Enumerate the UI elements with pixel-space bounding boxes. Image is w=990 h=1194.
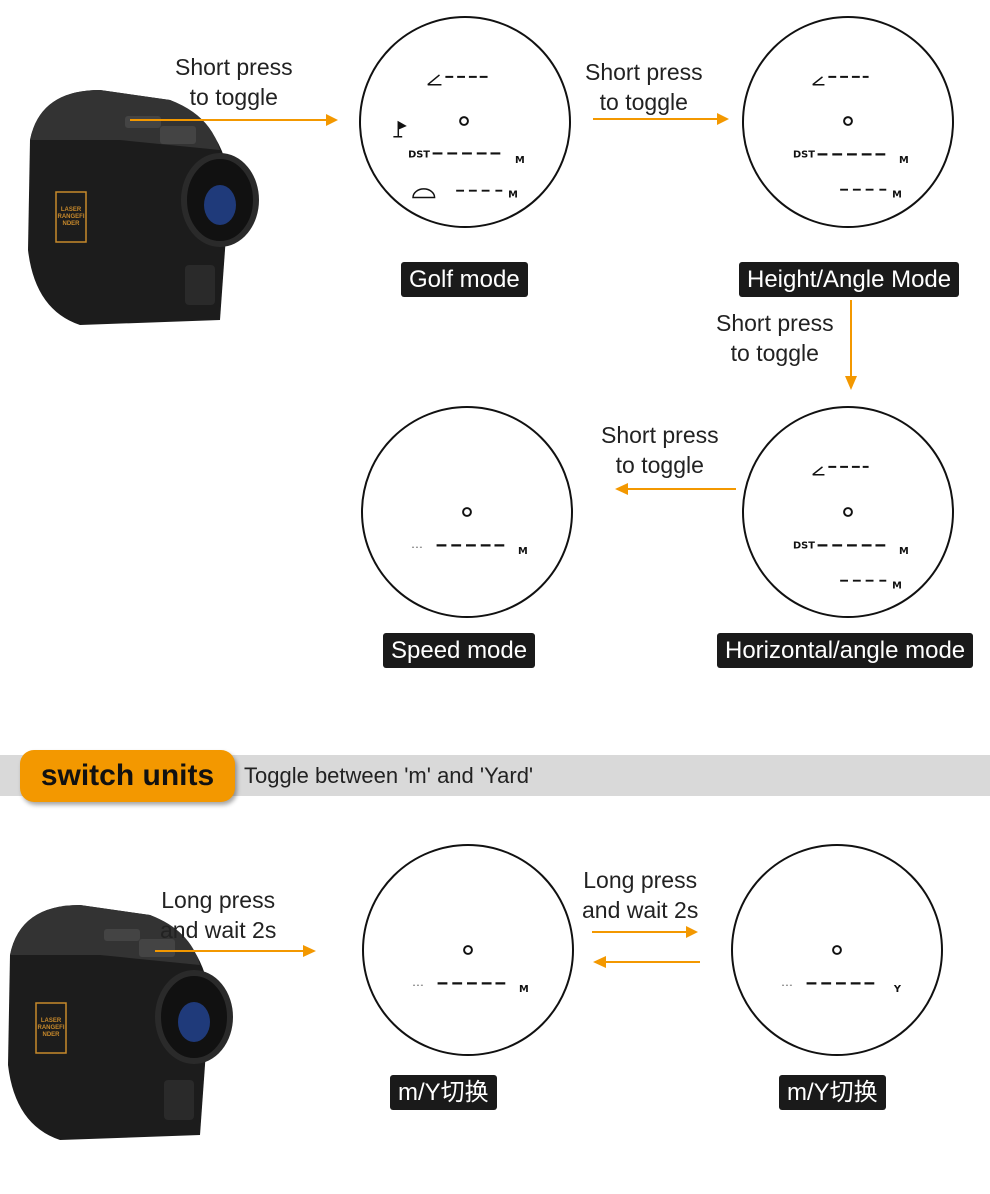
long-press-note-2: Long press and wait 2s [582, 867, 699, 923]
arrow-right-icon [130, 114, 338, 126]
switch-units-description: Toggle between 'm' and 'Yard' [244, 763, 534, 788]
golf-mode-label: Golf mode [401, 262, 528, 297]
long-press-note-1: Long press and wait 2s [160, 887, 277, 943]
horizontal-angle-mode-label: Horizontal/angle mode [717, 633, 974, 668]
device-badge-2: LASER RANGEFINDER [37, 1017, 65, 1038]
golf-mode-reticle: DST M M [359, 16, 571, 228]
short-press-note-1: Short press to toggle [175, 54, 293, 110]
angle-icon [427, 74, 442, 86]
arc-icon [412, 188, 436, 199]
svg-text:Y: Y [893, 984, 902, 995]
meter-unit-reticle: M [362, 844, 574, 1056]
svg-text:M: M [518, 546, 528, 557]
short-press-note-2: Short press to toggle [585, 59, 703, 115]
yard-unit-reticle: Y [731, 844, 943, 1056]
short-press-note-3: Short press to toggle [716, 310, 834, 366]
arrow-right-icon [592, 926, 698, 938]
rangefinder-device [28, 90, 259, 325]
flag-icon [393, 120, 407, 138]
svg-text:M: M [892, 581, 902, 592]
device-badge: LASER RANGEFINDER [57, 206, 85, 227]
speed-mode-reticle: M [361, 406, 573, 618]
arrow-down-icon [845, 300, 857, 390]
height-angle-mode-reticle: DST M M [742, 16, 954, 228]
switch-units-title: switch units [20, 750, 235, 802]
svg-text:M: M [892, 190, 902, 201]
svg-text:M: M [899, 155, 909, 166]
rangefinder-device-2 [8, 905, 233, 1140]
svg-text:DST: DST [408, 149, 430, 160]
svg-text:M: M [899, 546, 909, 557]
arrow-right-icon [593, 113, 729, 125]
meter-unit-label: m/Y切换 [390, 1075, 497, 1110]
short-press-note-4: Short press to toggle [601, 422, 719, 478]
arrow-left-icon [615, 483, 736, 495]
horizontal-angle-mode-reticle: DST M M [742, 406, 954, 618]
svg-text:DST: DST [793, 540, 815, 551]
yard-unit-label: m/Y切换 [779, 1075, 886, 1110]
svg-text:DST: DST [793, 149, 815, 160]
svg-text:M: M [515, 155, 525, 166]
svg-text:M: M [508, 190, 518, 201]
speed-mode-label: Speed mode [383, 633, 536, 668]
arrow-right-icon [155, 945, 316, 957]
svg-text:M: M [519, 984, 529, 995]
height-angle-mode-label: Height/Angle Mode [739, 262, 960, 297]
arrow-left-icon [593, 956, 700, 968]
